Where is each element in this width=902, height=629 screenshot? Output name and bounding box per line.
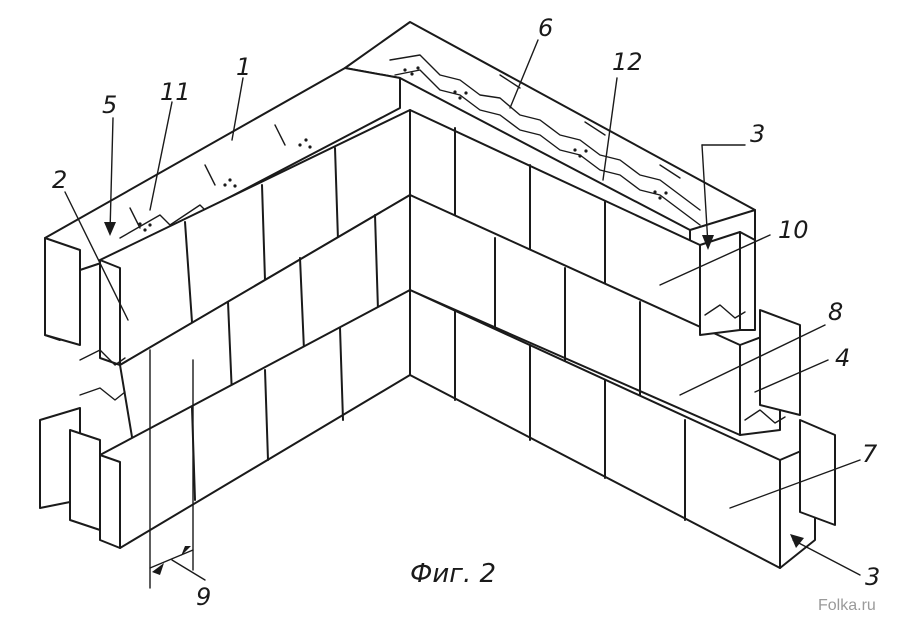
callout-10: 10 bbox=[778, 216, 809, 244]
callout-9: 9 bbox=[196, 583, 211, 611]
back-wall-left-arm bbox=[44, 67, 401, 346]
callout-5: 5 bbox=[102, 91, 117, 119]
callout-3-top: 3 bbox=[750, 120, 765, 148]
callout-11: 11 bbox=[160, 78, 191, 106]
callout-12: 12 bbox=[612, 48, 643, 76]
cavity-right bbox=[389, 54, 701, 226]
callout-1: 1 bbox=[236, 53, 251, 81]
watermark: Folka.ru bbox=[818, 597, 876, 614]
callout-2: 2 bbox=[52, 166, 67, 194]
callout-3-bottom: 3 bbox=[865, 563, 880, 591]
callout-4: 4 bbox=[835, 344, 850, 372]
leader-lines bbox=[64, 39, 861, 589]
left-end-blocks bbox=[39, 349, 126, 531]
callout-6: 6 bbox=[538, 14, 553, 42]
front-wall-right-arm bbox=[409, 109, 781, 569]
figure-caption: Фиг. 2 bbox=[410, 559, 496, 589]
callout-labels: 1 2 3 3 4 5 6 7 8 9 10 11 12 bbox=[52, 14, 880, 611]
right-end-blocks bbox=[699, 231, 836, 569]
callout-8: 8 bbox=[828, 298, 843, 326]
callout-7: 7 bbox=[862, 440, 878, 468]
